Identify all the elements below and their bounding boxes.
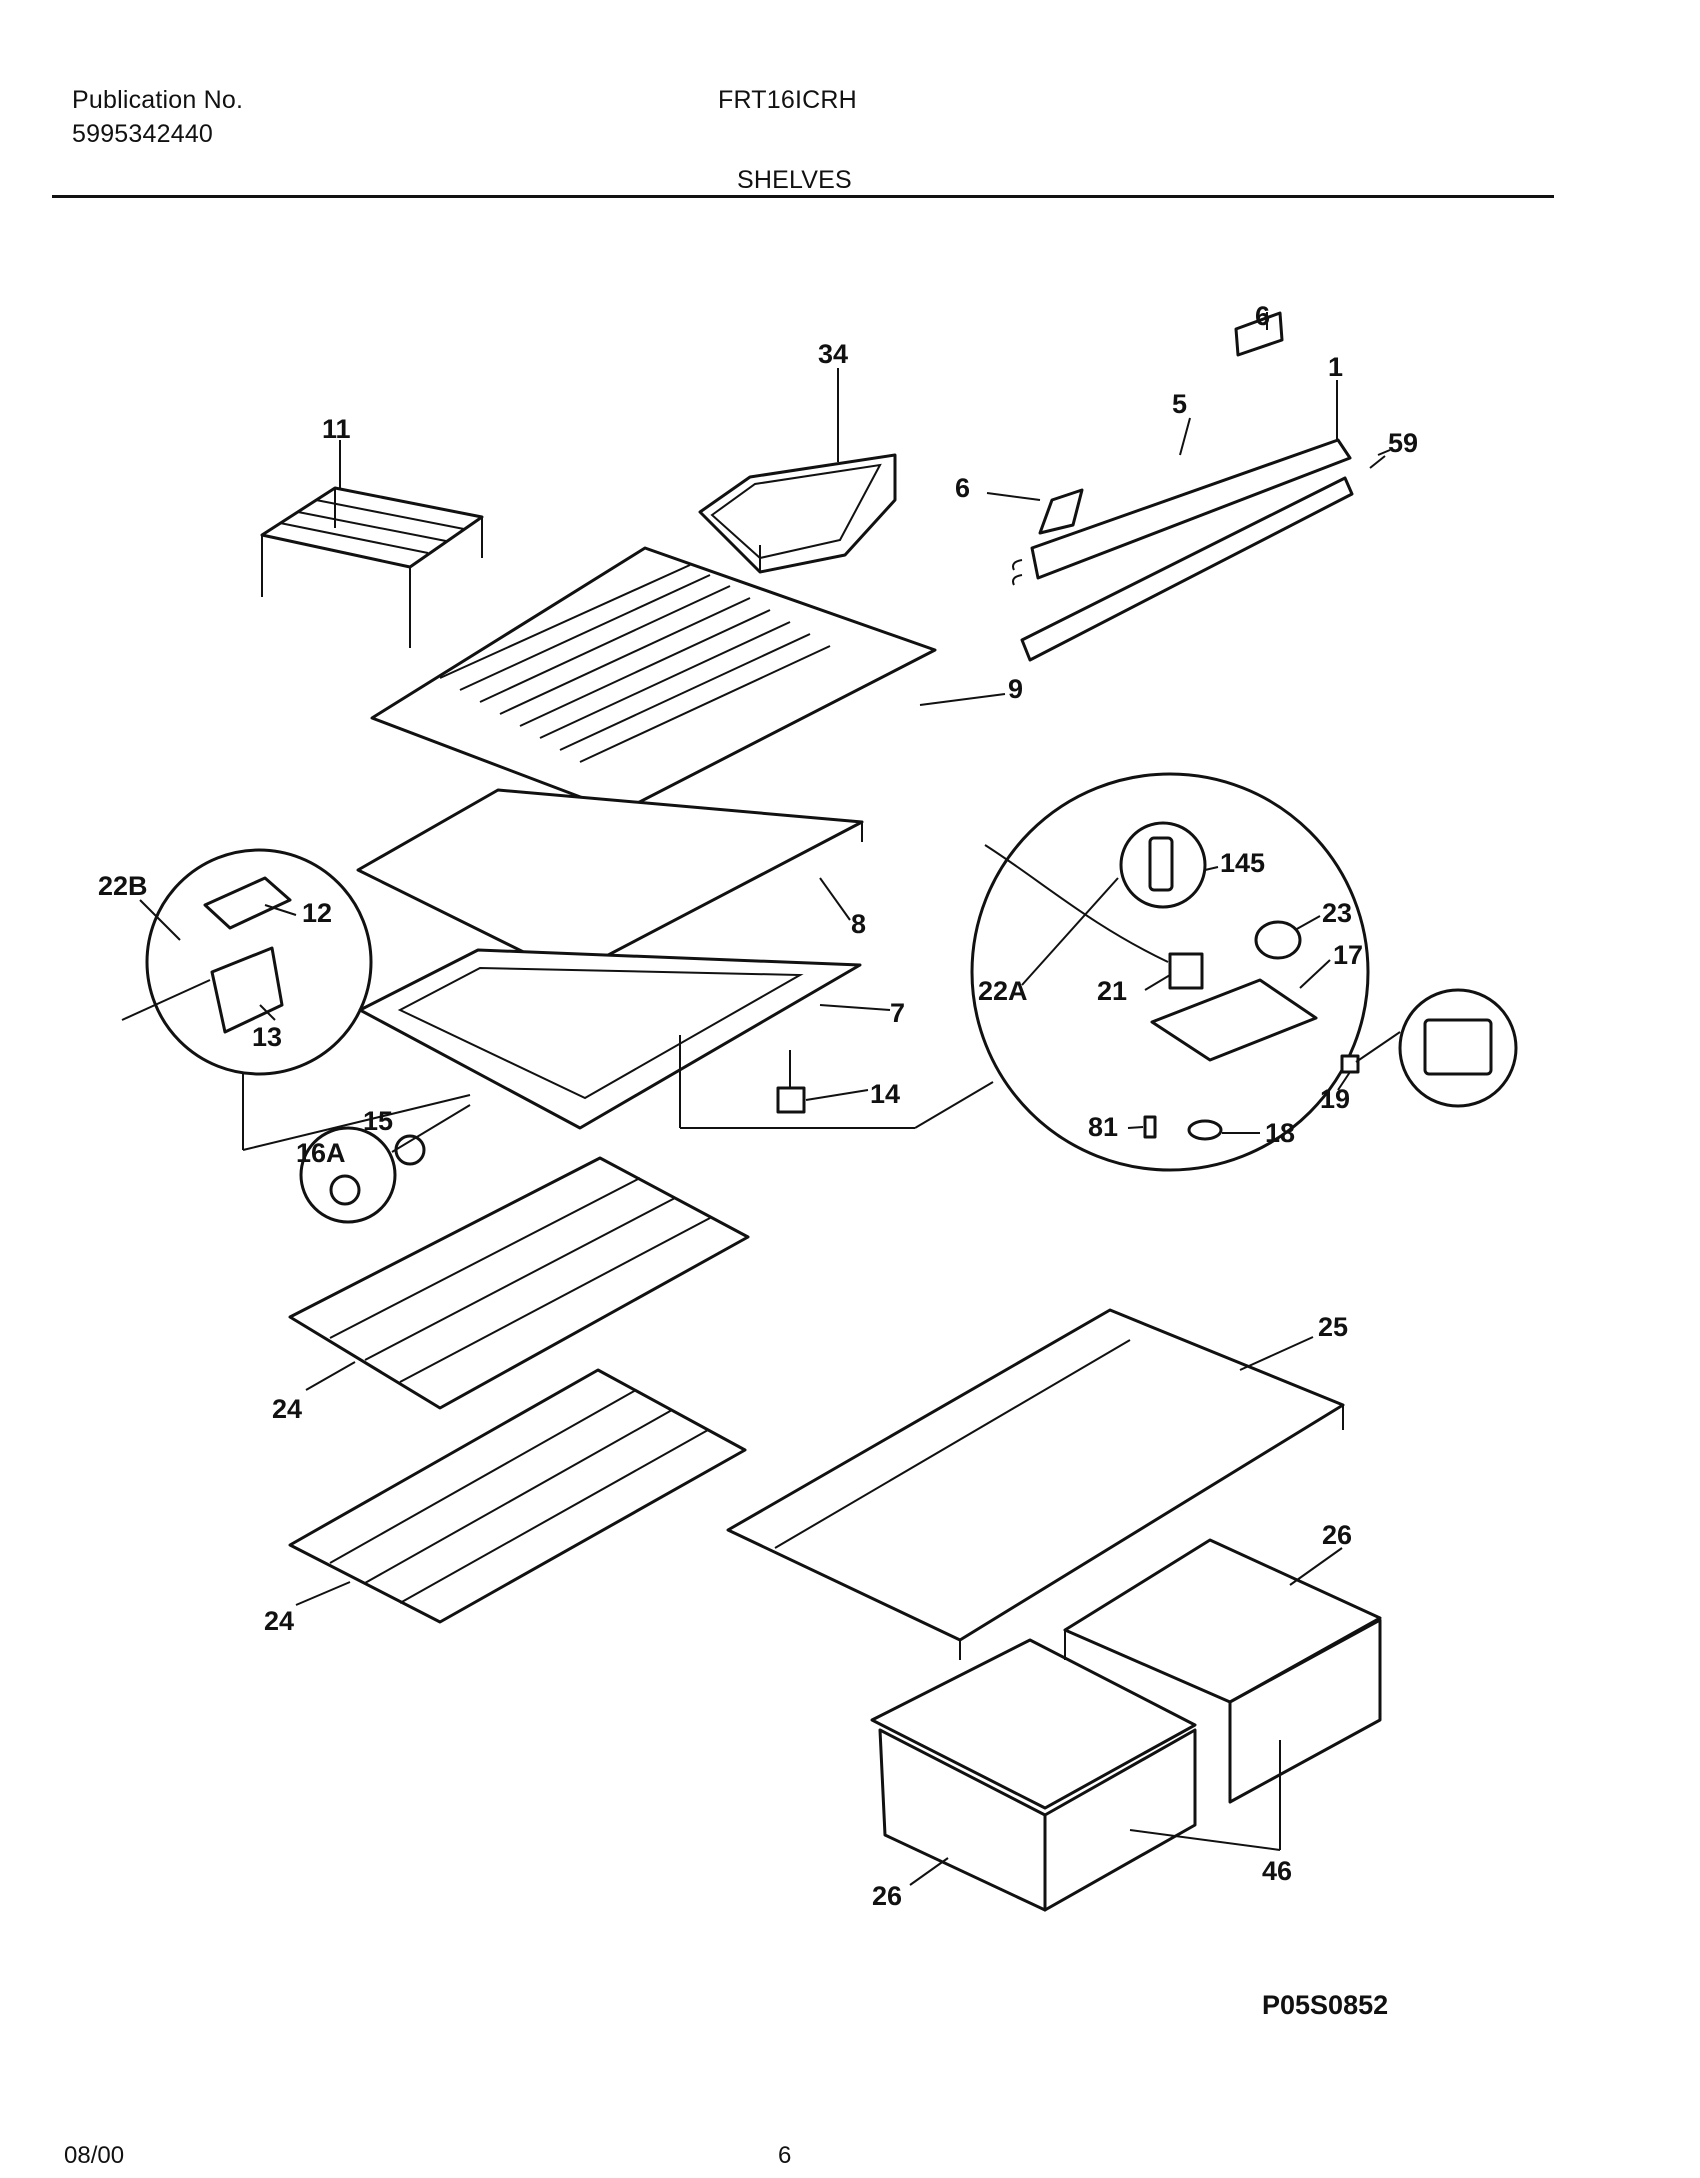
crisper-cover-part [726,1308,1345,1660]
callout-46: 46 [1262,1856,1292,1886]
section-title: SHELVES [737,166,852,194]
callout-22A: 22A [978,976,1028,1006]
callout-18: 18 [1265,1118,1295,1148]
callout-8: 8 [851,909,866,939]
callout-145: 145 [1220,848,1265,878]
callout-24-lower: 24 [264,1606,294,1636]
callout-81: 81 [1088,1112,1118,1142]
callout-15: 15 [363,1106,393,1136]
callout-23: 23 [1322,898,1352,928]
wire-rack-part [260,486,484,648]
callout-16A: 16A [296,1138,346,1168]
left-detail-inset [121,848,471,1151]
callout-6-left: 6 [955,473,970,503]
leader-lines [139,312,1391,1886]
callout-12: 12 [302,898,332,928]
footer-page-number: 6 [778,2142,792,2169]
callout-34: 34 [818,339,848,369]
callout-19: 19 [1320,1084,1350,1114]
callout-14: 14 [870,1079,900,1109]
callout-17: 17 [1333,940,1363,970]
publication-number: 5995342440 [72,120,214,148]
callout-labels: 11 34 6 5 1 59 6 9 22B 12 13 8 7 14 145 … [98,301,1418,1911]
callout-26-left: 26 [872,1881,902,1911]
callout-7: 7 [890,998,905,1028]
callout-9: 9 [1008,674,1023,704]
crisper-drawer-right-part [1063,1538,1382,1804]
callout-25: 25 [1318,1312,1348,1342]
diagram-code: P05S0852 [1262,1990,1389,2020]
storage-tray-part [698,453,897,574]
footer-date: 08/00 [64,2142,125,2169]
right-detail-inset [679,772,1518,1172]
callout-21: 21 [1097,976,1127,1006]
callout-6-top: 6 [1255,301,1270,331]
callout-22B: 22B [98,871,148,901]
callout-5: 5 [1172,389,1187,419]
callout-26-right: 26 [1322,1520,1352,1550]
model-number: FRT16ICRH [718,86,857,114]
callout-24-upper: 24 [272,1394,302,1424]
crisper-drawer-left-part [870,1638,1197,1912]
callout-59: 59 [1388,428,1418,458]
header-rule [52,195,1554,198]
wire-shelf-upper-part [288,1156,750,1410]
wire-shelf-lower-part [288,1368,747,1624]
callout-13: 13 [252,1022,282,1052]
trim-bar-part [1012,311,1386,662]
light-detail-inset [299,1104,471,1224]
publication-label: Publication No. [72,86,244,114]
callout-11: 11 [322,414,351,444]
crisper-frame-part [358,948,862,1130]
callout-1: 1 [1328,352,1343,382]
top-shelf-part [370,546,937,814]
